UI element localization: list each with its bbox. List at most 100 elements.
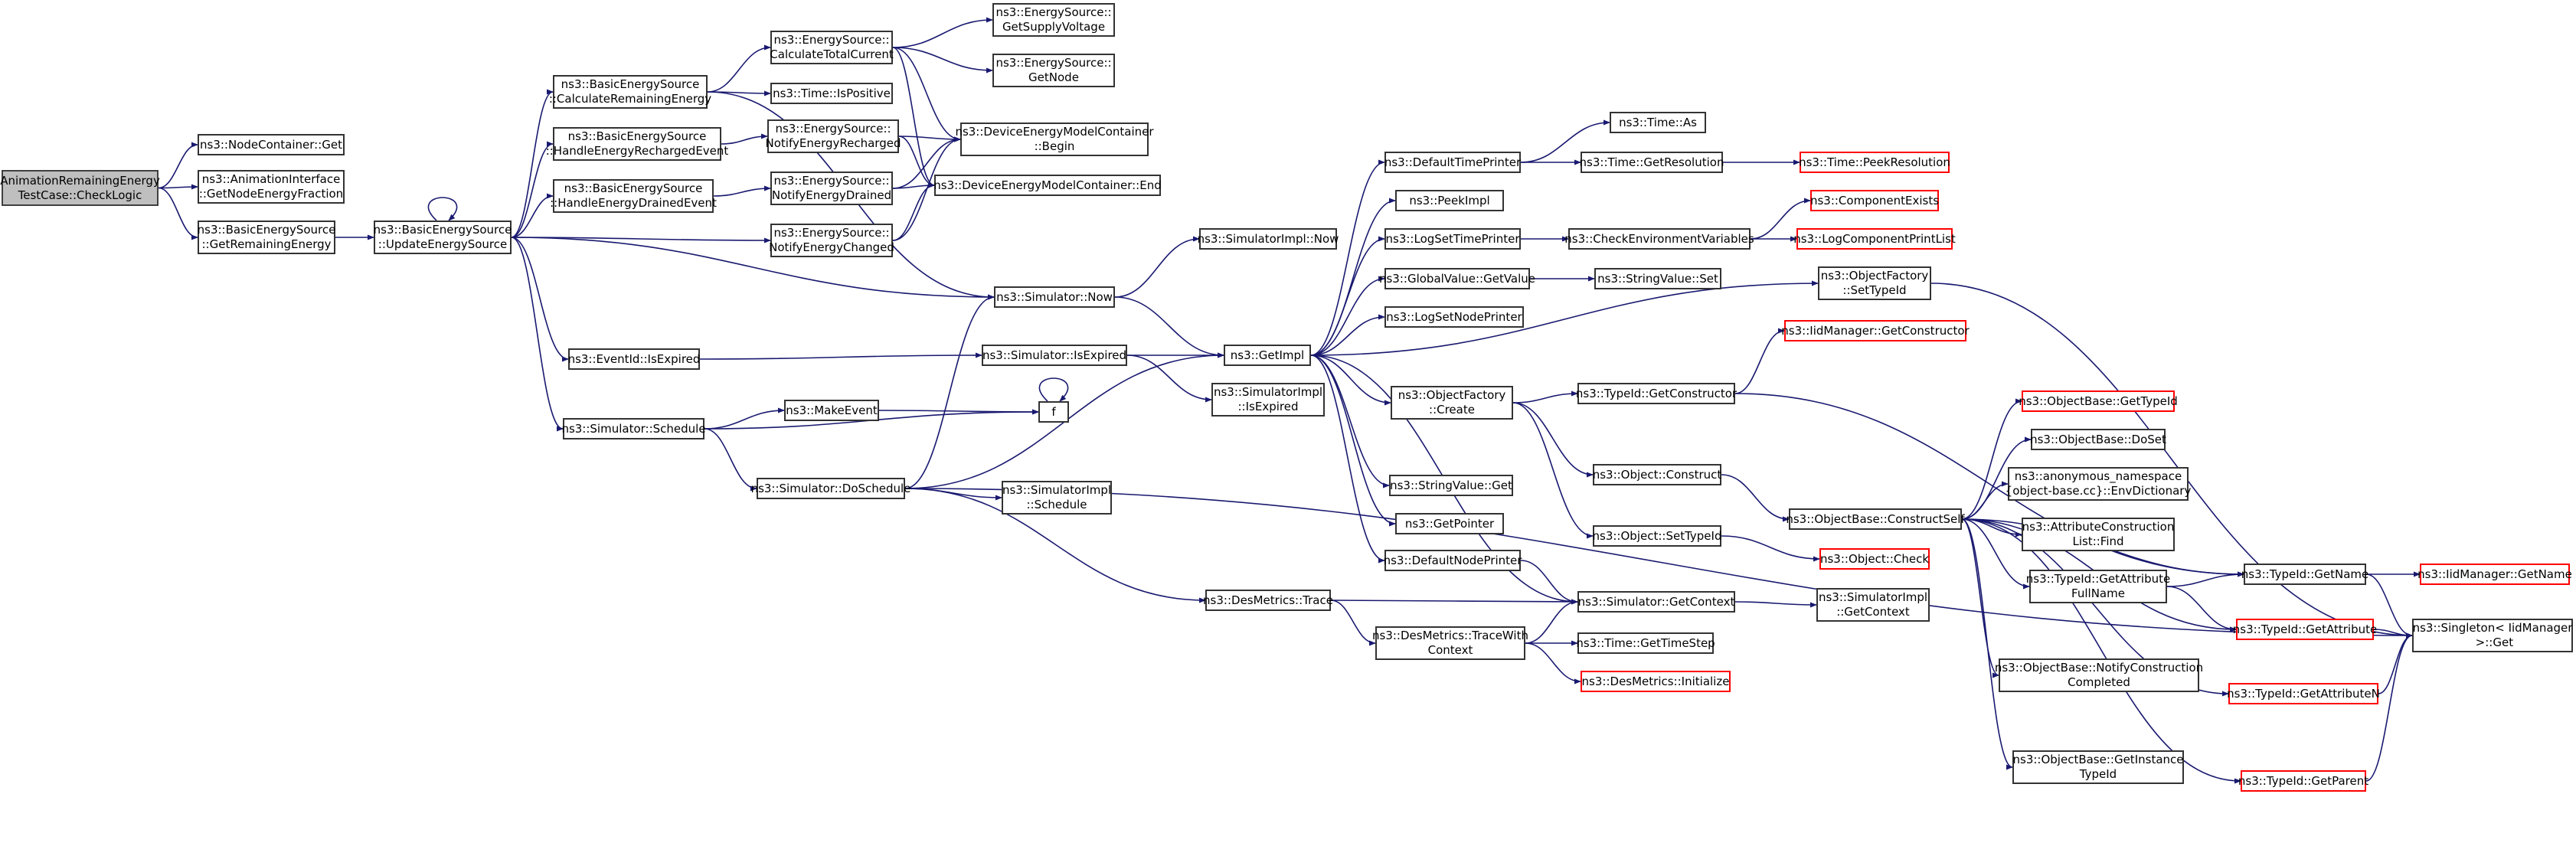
- node-label: ns3::BasicEnergySource ::HandleEnergyDra…: [550, 181, 717, 210]
- call-edge-upd-to-eid: [511, 237, 569, 362]
- call-edge-objconst-to-obcself: [1721, 474, 1790, 522]
- node-time-ispositive[interactable]: ns3::Time::IsPositive: [770, 83, 893, 104]
- node-label: ns3::IidManager::GetConstructor: [1781, 323, 1970, 338]
- node-getimpl[interactable]: ns3::GetImpl: [1224, 345, 1311, 366]
- node-desmetrics-initialize[interactable]: ns3::DesMetrics::Initialize: [1581, 671, 1731, 692]
- node-label: ns3::Time::IsPositive: [773, 86, 891, 100]
- node-object-check[interactable]: ns3::Object::Check: [1819, 548, 1930, 570]
- node-globalvalue-getvalue[interactable]: ns3::GlobalValue::GetValue: [1379, 268, 1535, 289]
- node-basicenergysource-handleenergyrechargedevent[interactable]: ns3::BasicEnergySource ::HandleEnergyRec…: [546, 127, 728, 161]
- node-energysource-notifyenergydrained[interactable]: ns3::EnergySource:: NotifyEnergyDrained: [770, 172, 893, 205]
- node-checkenvironmentvariables[interactable]: ns3::CheckEnvironmentVariables: [1564, 228, 1754, 250]
- node-label: ns3::DeviceEnergyModelContainer::End: [933, 178, 1162, 192]
- node-energysource-notifyenergychanged[interactable]: ns3::EnergySource:: NotifyEnergyChanged: [769, 224, 894, 257]
- node-label: f: [1051, 404, 1056, 419]
- node-defaultnodeprinter[interactable]: ns3::DefaultNodePrinter: [1384, 550, 1522, 571]
- node-singleton-iidmanager-get[interactable]: ns3::Singleton< IidManager >::Get: [2412, 619, 2573, 652]
- node-defaulttimeprinter[interactable]: ns3::DefaultTimePrinter: [1384, 152, 1521, 173]
- node-simulator-now[interactable]: ns3::Simulator::Now: [994, 286, 1115, 308]
- node-typeid-getname[interactable]: ns3::TypeId::GetName: [2241, 564, 2368, 585]
- node-label: ns3::ObjectBase::DoSet: [2030, 432, 2166, 446]
- node-label: ns3::ObjectBase::GetInstance TypeId: [2012, 753, 2184, 781]
- node-makeevent[interactable]: ns3::MakeEvent: [784, 400, 879, 421]
- node-desmetrics-tracewithcontext[interactable]: ns3::DesMetrics::TraceWith Context: [1372, 626, 1528, 660]
- node-objectfactory-create[interactable]: ns3::ObjectFactory ::Create: [1391, 386, 1513, 420]
- call-edge-simnow-to-getimpl: [1114, 296, 1224, 358]
- node-simulator-isexpired[interactable]: ns3::Simulator::IsExpired: [982, 345, 1127, 366]
- node-iidmanager-getconstructor[interactable]: ns3::IidManager::GetConstructor: [1781, 320, 1970, 341]
- node-basicenergysource-calculateremainingenergy[interactable]: ns3::BasicEnergySource ::CalculateRemain…: [549, 75, 711, 109]
- node-energysource-getnode[interactable]: ns3::EnergySource:: GetNode: [992, 54, 1115, 87]
- call-edge-simexp-to-simimplexp: [1126, 354, 1212, 403]
- node-simulator-getcontext[interactable]: ns3::Simulator::GetContext: [1577, 591, 1735, 613]
- node-logsetnodeprinter[interactable]: ns3::LogSetNodePrinter: [1384, 306, 1524, 328]
- node-simulator-schedule[interactable]: ns3::Simulator::Schedule: [561, 418, 706, 439]
- node-label: ns3::LogSetTimePrinter: [1385, 231, 1520, 246]
- call-edge-upd-to-notchg: [511, 237, 771, 243]
- node-typeid-getattributefullname[interactable]: ns3::TypeId::GetAttribute FullName: [2026, 570, 2170, 603]
- node-logcomponentprintlist[interactable]: ns3::LogComponentPrintList: [1793, 228, 1956, 250]
- node-deviceenergymodelcontainer-begin[interactable]: ns3::DeviceEnergyModelContainer ::Begin: [955, 123, 1154, 156]
- node-attributeconstructionlist-find[interactable]: ns3::AttributeConstruction List::Find: [2022, 518, 2175, 551]
- node-simulatorimpl-isexpired[interactable]: ns3::SimulatorImpl ::IsExpired: [1211, 383, 1325, 417]
- call-edge-upd-to-sched: [511, 237, 564, 432]
- node-basicenergysource-handleenergydrainedevent[interactable]: ns3::BasicEnergySource ::HandleEnergyDra…: [550, 179, 717, 213]
- call-edge-dosch-to-simnow: [904, 294, 995, 489]
- node-stringvalue-get[interactable]: ns3::StringValue::Get: [1389, 475, 1513, 496]
- node-stringvalue-set[interactable]: ns3::StringValue::Set: [1594, 268, 1721, 289]
- node-iidmanager-getname[interactable]: ns3::IidManager::GetName: [2417, 564, 2572, 585]
- call-edge-upd-to-calcrem: [511, 89, 554, 238]
- node-eventid-isexpired[interactable]: ns3::EventId::IsExpired: [568, 348, 700, 370]
- node-componentexists[interactable]: ns3::ComponentExists: [1810, 190, 1939, 211]
- node-simulatorimpl-now[interactable]: ns3::SimulatorImpl::Now: [1198, 228, 1339, 250]
- call-edge-tidgafn-to-tidgetattr: [2166, 586, 2237, 632]
- node-typeid-getattributen[interactable]: ns3::TypeId::GetAttributeN: [2227, 683, 2380, 704]
- node-object-settypeid[interactable]: ns3::Object::SetTypeId: [1593, 525, 1721, 547]
- node-simulator-doschedule[interactable]: ns3::Simulator::DoSchedule: [751, 478, 910, 499]
- node-basicenergysource-getremainingenergy[interactable]: ns3::BasicEnergySource ::GetRemainingEne…: [198, 221, 335, 254]
- node-nodecontainer-get[interactable]: ns3::NodeContainer::Get: [198, 134, 345, 155]
- node-time-as[interactable]: ns3::Time::As: [1610, 112, 1706, 133]
- call-edge-upd-to-simnow: [511, 237, 995, 300]
- node-typeid-getattribute[interactable]: ns3::TypeId::GetAttribute: [2233, 619, 2377, 640]
- call-edge-f-to-f: [1038, 377, 1069, 402]
- node-label: ns3::DefaultTimePrinter: [1384, 155, 1522, 169]
- node-basicenergysource-updateenergysource[interactable]: ns3::BasicEnergySource ::UpdateEnergySou…: [374, 221, 512, 254]
- node-peekimpl[interactable]: ns3::PeekImpl: [1395, 190, 1504, 211]
- node-simulatorimpl-schedule[interactable]: ns3::SimulatorImpl ::Schedule: [1002, 481, 1112, 515]
- node-getpointer[interactable]: ns3::GetPointer: [1395, 513, 1504, 534]
- node-label: ns3::TypeId::GetParent: [2238, 773, 2369, 788]
- node-time-gettimestep[interactable]: ns3::Time::GetTimeStep: [1576, 632, 1715, 654]
- node-objectbase-getinstancetypeid[interactable]: ns3::ObjectBase::GetInstance TypeId: [2012, 750, 2184, 784]
- node-simulatorimpl-getcontext[interactable]: ns3::SimulatorImpl ::GetContext: [1816, 588, 1930, 622]
- node-objectfactory-settypeid[interactable]: ns3::ObjectFactory ::SetTypeId: [1818, 266, 1931, 300]
- node-objectbase-doset[interactable]: ns3::ObjectBase::DoSet: [2030, 429, 2166, 450]
- node-typeid-getparent[interactable]: ns3::TypeId::GetParent: [2238, 770, 2369, 792]
- call-edge-calctot-to-deme: [892, 47, 935, 188]
- node-time-peekresolution[interactable]: ns3::Time::PeekResolution: [1799, 152, 1950, 173]
- node-object-construct[interactable]: ns3::Object::Construct: [1593, 464, 1721, 485]
- call-edge-calctot-to-esnode: [892, 47, 993, 74]
- node-animationinterface-getnodeenergyfraction[interactable]: ns3::AnimationInterface ::GetNodeEnergyF…: [198, 170, 345, 204]
- node-anonymous-namespace-envdictionary[interactable]: ns3::anonymous_namespace {object-base.cc…: [2006, 467, 2191, 501]
- node-desmetrics-trace[interactable]: ns3::DesMetrics::Trace: [1203, 590, 1333, 611]
- node-label: ns3::ObjectFactory ::Create: [1398, 388, 1506, 417]
- node-objectbase-notifyconstructioncompleted[interactable]: ns3::ObjectBase::NotifyConstruction Comp…: [1995, 658, 2203, 692]
- node-typeid-getconstructor[interactable]: ns3::TypeId::GetConstructor: [1575, 383, 1737, 404]
- node-objectbase-gettypeid[interactable]: ns3::ObjectBase::GetTypeId: [2019, 390, 2178, 412]
- call-edge-getimpl-to-ofcreate: [1310, 354, 1391, 406]
- node-energysource-getsupplyvoltage[interactable]: ns3::EnergySource:: GetSupplyVoltage: [992, 3, 1115, 37]
- node-energysource-notifyenergyrecharged[interactable]: ns3::EnergySource:: NotifyEnergyRecharge…: [766, 119, 901, 153]
- node-objectbase-constructself[interactable]: ns3::ObjectBase::ConstructSelf: [1786, 508, 1965, 530]
- node-label: ns3::AnimationInterface ::GetNodeEnergyF…: [198, 172, 344, 201]
- call-edge-ofcreate-to-objconst: [1512, 402, 1594, 478]
- node-label: ns3::TypeId::GetConstructor: [1575, 386, 1737, 400]
- node-time-getresolution[interactable]: ns3::Time::GetResolution: [1580, 152, 1724, 173]
- node-logsettimeprinter[interactable]: ns3::LogSetTimePrinter: [1384, 228, 1521, 250]
- node-energysource-calculatetotalcurrent[interactable]: ns3::EnergySource:: CalculateTotalCurren…: [770, 31, 894, 64]
- call-edge-sched-to-mkev: [704, 407, 785, 430]
- node-deviceenergymodelcontainer-end[interactable]: ns3::DeviceEnergyModelContainer::End: [933, 175, 1162, 196]
- call-edge-upd-to-upd: [427, 197, 458, 221]
- node-label: ns3::LogComponentPrintList: [1793, 231, 1956, 246]
- node-f[interactable]: f: [1038, 401, 1069, 423]
